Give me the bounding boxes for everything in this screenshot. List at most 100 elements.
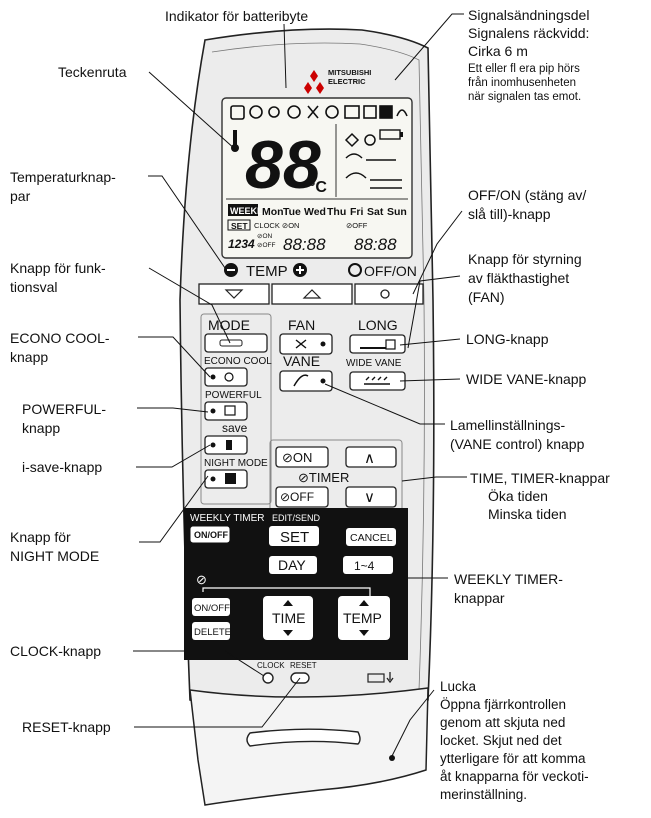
lid-leader-dot	[389, 755, 395, 761]
isave-label: save	[222, 421, 248, 435]
clock-small-label: CLOCK	[257, 661, 285, 670]
cancel-button[interactable]	[346, 528, 396, 546]
callout-night: Knapp för NIGHT MODE	[10, 529, 100, 564]
temp-label: TEMP	[246, 263, 288, 280]
night-mode-button[interactable]	[204, 469, 248, 489]
callout-clock: CLOCK-knapp	[10, 643, 102, 659]
range-button[interactable]	[343, 556, 393, 574]
callout-powerful: POWERFUL- knapp	[22, 401, 106, 436]
timer-label: ⊘TIMER	[298, 470, 349, 485]
time-up-button[interactable]	[345, 446, 397, 468]
weekly-time-button[interactable]	[263, 596, 313, 640]
lcd-weekly-badge-bg	[228, 204, 258, 216]
mode-button[interactable]	[204, 333, 268, 353]
lcd-fan-vane-icons	[344, 132, 402, 189]
delete-label: DELETE	[194, 627, 231, 638]
long-button[interactable]	[349, 334, 406, 354]
mode-label: MODE	[208, 317, 250, 333]
lcd-weekly-badge: WEEKLY	[230, 206, 268, 216]
callout-signal: Signalsändningsdel Signalens räckvidd: C…	[468, 7, 590, 59]
lcd-temperature: 88	[245, 127, 321, 203]
lcd-off: ⊘OFF	[346, 221, 368, 230]
leader-lines	[133, 13, 467, 757]
callout-long: LONG-knapp	[466, 331, 549, 347]
off-on-label: OFF/ON	[364, 263, 417, 279]
callout-econo: ECONO COOL- knapp	[10, 330, 110, 365]
fan-button[interactable]	[279, 333, 333, 355]
lcd-time-right: 88:88	[354, 235, 397, 254]
brand-name: MITSUBISHI ELECTRIC	[328, 68, 372, 86]
temp-down-button[interactable]	[198, 283, 270, 305]
callout-weekly: WEEKLY TIMER- knappar	[454, 571, 563, 606]
powerful-button[interactable]	[204, 401, 248, 421]
weekly-timer-title: WEEKLY TIMER	[190, 513, 264, 524]
isave-button[interactable]	[204, 435, 248, 455]
power-icon	[348, 263, 362, 277]
mitsubishi-logo-icon	[304, 70, 324, 94]
edit-send-label: EDIT/SEND	[272, 513, 321, 523]
battery-indicator-icon	[379, 129, 403, 140]
clock-button[interactable]	[262, 672, 274, 684]
lcd-clock-on: CLOCK ⊘ON	[254, 221, 299, 230]
callout-fan: Knapp för styrning av fläkthastighet (FA…	[468, 251, 582, 305]
lcd-off-small: ⊘OFF	[257, 242, 275, 249]
lid	[189, 687, 429, 806]
wide-vane-button[interactable]	[349, 371, 406, 391]
lcd-day: Fri	[350, 206, 364, 218]
lcd-day: Mon	[262, 206, 284, 218]
day-button[interactable]	[269, 556, 317, 574]
weekly-time-label: TIME	[272, 610, 305, 626]
callout-reset: RESET-knapp	[22, 719, 111, 735]
lcd-set-box	[227, 219, 251, 231]
left-button-panel	[200, 313, 272, 505]
lcd-day: Thu	[327, 206, 346, 218]
weekly-on-off2-button[interactable]	[192, 598, 230, 616]
day-label: DAY	[278, 557, 306, 573]
thermometer-icon	[231, 130, 239, 152]
mode-icons	[230, 105, 408, 120]
cancel-label: CANCEL	[350, 532, 393, 544]
delete-button[interactable]	[192, 622, 230, 640]
lcd-set: SET	[231, 221, 248, 231]
timer-on-button[interactable]	[275, 446, 329, 468]
range-label: 1~4	[354, 559, 375, 573]
callout-isave: i-save-knapp	[22, 459, 103, 475]
reset-small-label: RESET	[290, 661, 317, 670]
set-button[interactable]	[269, 526, 319, 546]
econo-cool-button[interactable]	[204, 367, 248, 387]
callout-battery: Indikator för batteribyte	[165, 8, 309, 24]
lcd-time-left: 88:88	[283, 235, 326, 254]
callout-off-on: OFF/ON (stäng av/ slå till)-knapp	[468, 187, 587, 222]
timer-on-label: ⊘ON	[282, 450, 312, 465]
fan-label: FAN	[288, 317, 315, 333]
lcd-day: Sat	[367, 206, 384, 218]
remote-inner-edge	[211, 42, 425, 691]
vane-button[interactable]	[279, 370, 333, 392]
weekly-clock-icon: ⊘	[196, 572, 207, 587]
weekly-on-off2-label: ON/OFF	[194, 603, 230, 614]
lcd-screen	[221, 97, 413, 259]
temp-up-button[interactable]	[271, 283, 353, 305]
lcd-on-small: ⊘ON	[257, 233, 273, 240]
time-down-button[interactable]	[345, 486, 397, 508]
weekly-on-off-button[interactable]	[190, 526, 230, 543]
weekly-bracket	[202, 587, 371, 598]
lid-slot	[246, 728, 361, 747]
off-on-button[interactable]	[354, 283, 424, 305]
lcd-day: Sun	[387, 206, 407, 218]
night-mode-label: NIGHT MODE	[204, 458, 268, 469]
weekly-temp-button[interactable]	[338, 596, 390, 640]
callout-wide-vane: WIDE VANE-knapp	[466, 371, 587, 387]
set-label: SET	[280, 529, 309, 546]
callout-lid: Lucka Öppna fjärrkontrollen genom att sk…	[440, 679, 589, 802]
weekly-temp-label: TEMP	[343, 610, 382, 626]
lcd-temp-unit: °C	[309, 179, 327, 196]
callout-function: Knapp för funk- tionsval	[10, 260, 106, 295]
timer-off-label: ⊘OFF	[280, 490, 314, 504]
econo-cool-label: ECONO COOL	[204, 356, 272, 367]
callout-vane: Lamellinställnings- (VANE control) knapp	[450, 417, 585, 452]
lcd-slots: 1234	[228, 237, 255, 251]
long-label: LONG	[358, 317, 398, 333]
timer-off-button[interactable]	[275, 486, 329, 508]
